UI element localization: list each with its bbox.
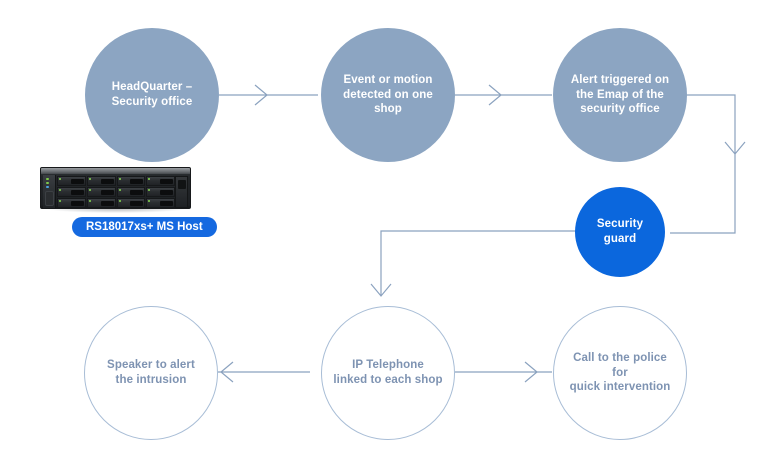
server-control-panel bbox=[43, 175, 56, 208]
connector-headquarter-to-event bbox=[219, 84, 318, 106]
server-host-badge-label: RS18017xs+ MS Host bbox=[86, 221, 203, 233]
drive-bay bbox=[116, 187, 146, 197]
server-chassis bbox=[40, 167, 191, 209]
drive-bay bbox=[86, 198, 116, 208]
drive-bay bbox=[146, 198, 175, 208]
connector-guard-to-telephone bbox=[370, 230, 578, 297]
drive-bay bbox=[57, 198, 86, 208]
drive-bay bbox=[57, 176, 86, 186]
server-chassis-top bbox=[41, 168, 190, 174]
server-shadow bbox=[44, 208, 188, 213]
drive-bay bbox=[146, 187, 175, 197]
connector-telephone-to-police bbox=[455, 361, 552, 383]
server-power-supply bbox=[175, 176, 188, 208]
drive-bay bbox=[86, 187, 116, 197]
rackmount-server-icon bbox=[40, 163, 191, 213]
drive-bay bbox=[116, 198, 146, 208]
server-host-badge: RS18017xs+ MS Host bbox=[72, 217, 217, 237]
connector-event-to-alert bbox=[455, 84, 552, 106]
drive-bay bbox=[116, 176, 146, 186]
drive-bay bbox=[86, 176, 116, 186]
drive-bay bbox=[57, 187, 86, 197]
server-drive-bays bbox=[57, 176, 175, 208]
node-headquarter[interactable]: HeadQuarter –Security office bbox=[85, 28, 219, 162]
node-headquarter-label: HeadQuarter –Security office bbox=[111, 81, 193, 108]
connector-telephone-to-speaker bbox=[218, 361, 310, 383]
drive-bay bbox=[146, 176, 175, 186]
